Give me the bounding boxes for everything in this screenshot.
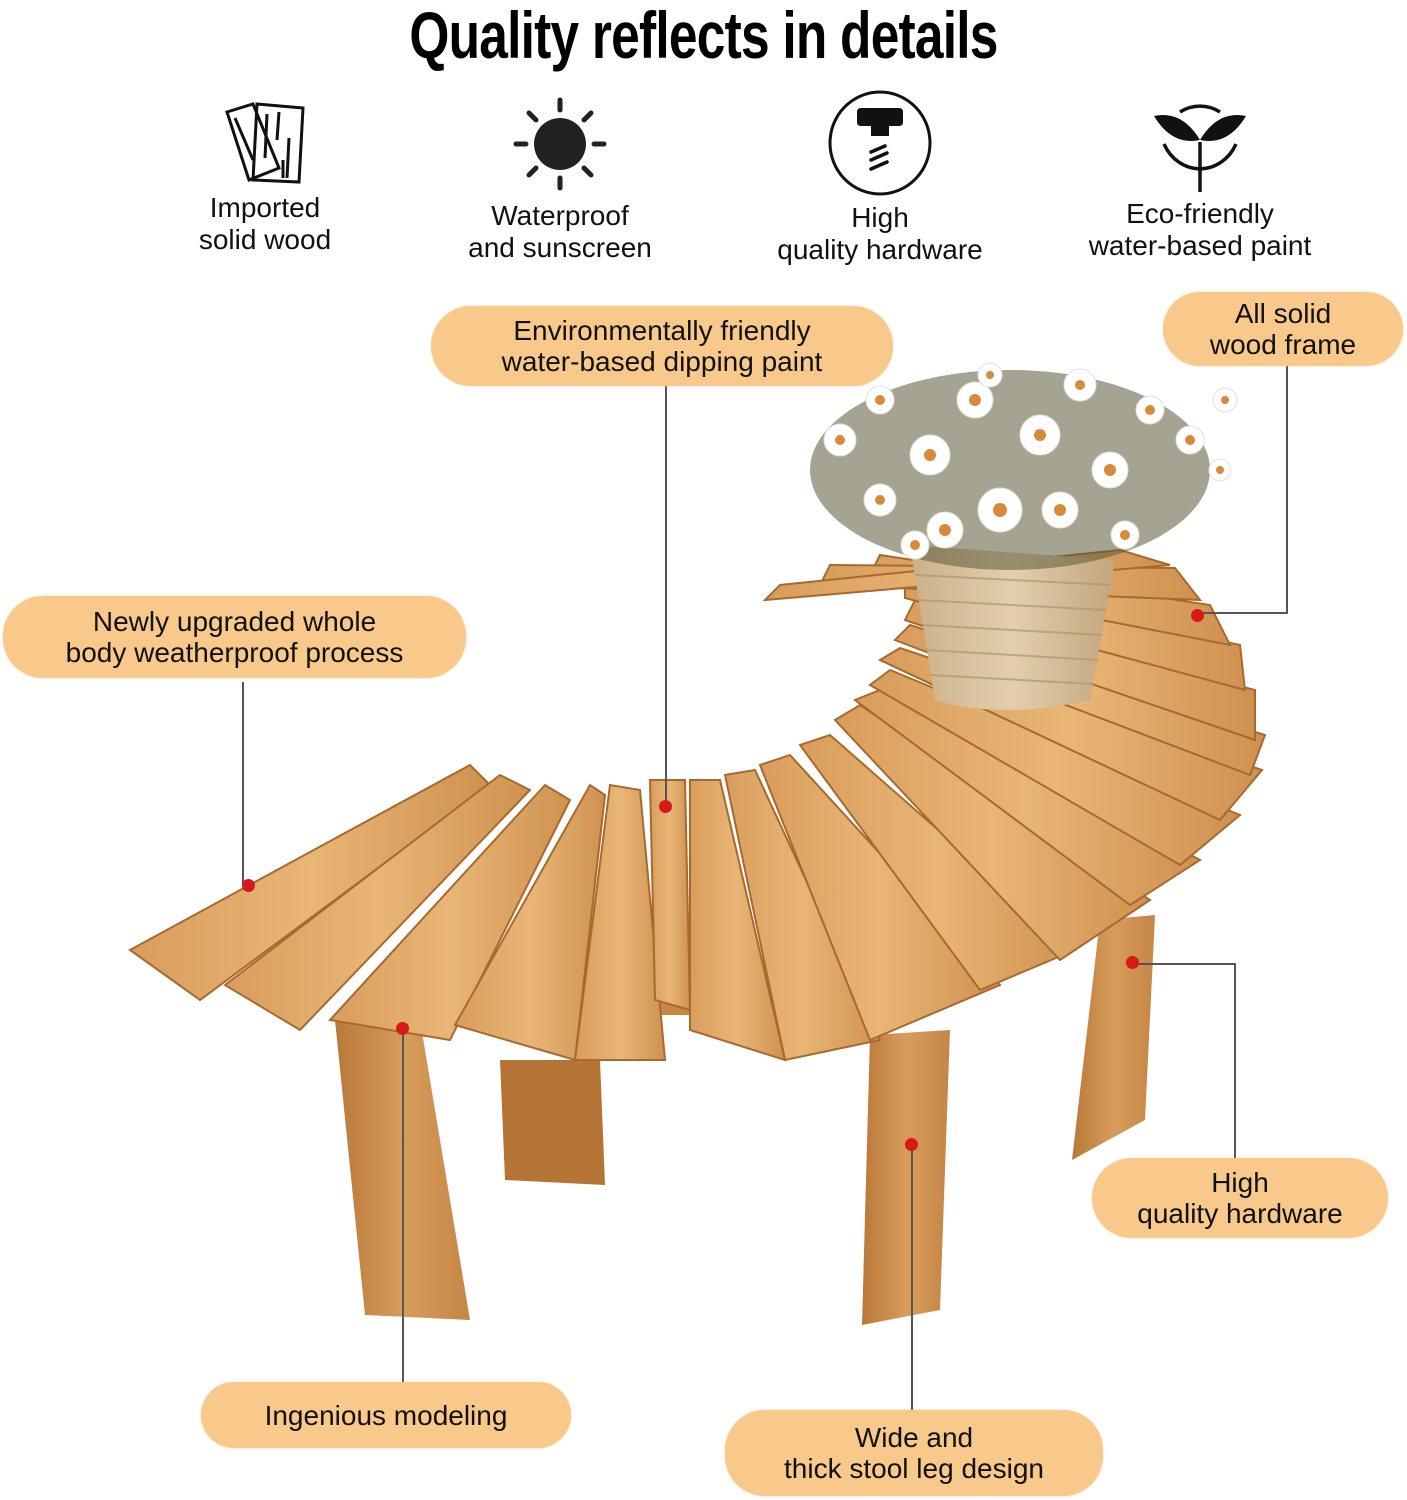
marker-dot-legs [905,1138,918,1151]
callout-hardware-line1: High [1211,1167,1269,1198]
leader-line-hardware-h [1133,963,1236,965]
page-title: Quality reflects in details [409,0,998,72]
leader-line-modeling [402,1030,404,1382]
callout-weatherproof: Newly upgraded whole body weatherproof p… [3,596,466,678]
callout-paint-line2: water-based dipping paint [501,346,823,377]
callout-modeling-line1: Ingenious modeling [264,1399,508,1431]
feature-label-line2: solid wood [198,224,332,255]
feature-label-line1: Imported [209,192,321,223]
callout-hardware-line2: quality hardware [1137,1198,1343,1229]
callout-frame: All solid wood frame [1163,292,1403,366]
flower-basket [910,545,1115,710]
callout-frame-line2: wood frame [1209,329,1357,360]
callout-legs-line1: Wide and [854,1422,974,1453]
daisy-flowers [810,362,1238,570]
screw-icon [828,90,932,196]
callout-weather-line1: Newly upgraded whole [92,606,377,637]
feature-label-line2: and sunscreen [468,232,652,263]
callout-weather-line2: body weatherproof process [65,637,404,668]
feature-imported-solid-wood: Imported solid wood [150,100,380,256]
feature-label-line1: Waterproof [491,200,629,231]
callout-paint-line1: Environmentally friendly [513,315,811,346]
marker-dot-weather [242,879,255,892]
feature-eco-friendly-paint: Eco-friendly water-based paint [1055,100,1345,262]
feature-label-line2: water-based paint [1088,230,1312,261]
feature-high-quality-hardware: High quality hardware [750,90,1010,266]
marker-dot-paint [659,800,672,813]
sun-icon [513,97,607,191]
feature-label-line1: Eco-friendly [1126,198,1274,229]
callout-legs: Wide and thick stool leg design [725,1410,1103,1496]
feature-label-line1: High [851,202,909,233]
callout-paint: Environmentally friendly water-based dip… [431,306,893,386]
callout-legs-line2: thick stool leg design [784,1453,1044,1484]
leader-line-hardware-v [1234,963,1236,1158]
marker-dot-hardware [1126,956,1139,969]
leader-line-frame-h [1198,612,1288,614]
callout-hardware: High quality hardware [1092,1158,1388,1238]
feature-waterproof-sunscreen: Waterproof and sunscreen [440,96,680,264]
sprout-leaf-icon [1154,104,1246,192]
callout-modeling: Ingenious modeling [201,1382,571,1448]
leader-line-legs [911,1146,913,1410]
feature-label-line2: quality hardware [777,234,983,265]
marker-dot-frame [1191,609,1204,622]
leader-line-frame-v [1286,366,1288,614]
leader-line-paint [665,386,667,806]
wood-planks-icon [225,102,305,184]
leader-line-weather [242,682,244,886]
callout-frame-line1: All solid [1234,298,1332,329]
marker-dot-modeling [396,1022,409,1035]
